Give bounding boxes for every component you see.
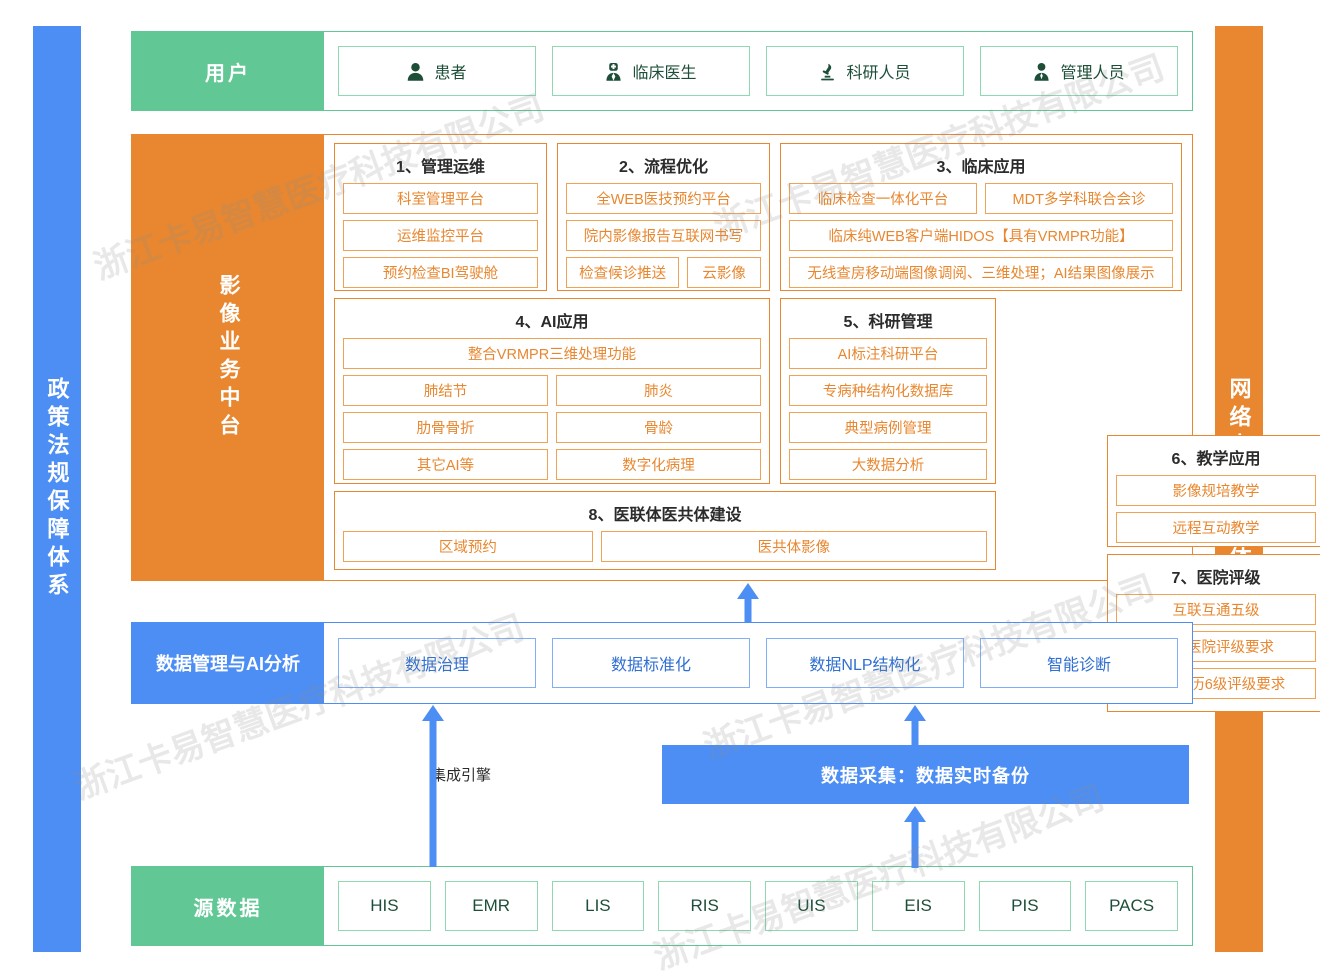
item-cell[interactable]: 无线查房移动端图像调阅、三维处理；AI结果图像展示 (789, 257, 1173, 288)
group-management-ops: 1、管理运维 科室管理平台 运维监控平台 预约检查BI驾驶舱 (334, 143, 547, 291)
source-chip-lis[interactable]: LIS (551, 881, 645, 931)
arrow-engine-to-data (420, 705, 446, 867)
data-management-band: 数据管理与AI分析 数据治理 数据标准化 数据NLP结构化 智能诊断 (131, 622, 1193, 704)
group-title: 8、医联体医共体建设 (588, 507, 742, 524)
middle-connector-area: 数据采集：数据实时备份 集成引擎 (131, 704, 1193, 866)
group-medical-alliance: 8、医联体医共体建设 区域预约 医共体影像 (334, 491, 996, 570)
group-title: 5、科研管理 (843, 314, 933, 331)
arrow-data-to-core (735, 583, 761, 623)
doctor-icon (605, 62, 622, 81)
item-cell[interactable]: 骨龄 (556, 412, 761, 443)
item-cell[interactable]: 检查候诊推送 (566, 257, 680, 288)
group-title: 3、临床应用 (936, 159, 1026, 176)
integration-engine-label: 集成引擎 (430, 767, 491, 784)
item-cell[interactable]: 区域预约 (343, 531, 593, 562)
core-platform-label-text: 影像业务中台 (217, 273, 240, 442)
group-ai-application: 4、AI应用 整合VRMPR三维处理功能 肺结节 肺炎 肋骨骨折 骨龄 (334, 298, 770, 484)
person-icon (407, 62, 424, 81)
item-cell[interactable]: 全WEB医技预约平台 (566, 183, 761, 214)
core-platform-body: 1、管理运维 科室管理平台 运维监控平台 预约检查BI驾驶舱 2、流程优化 全W… (324, 135, 1320, 712)
group-title: 4、AI应用 (515, 314, 589, 331)
item-cell[interactable]: 临床纯WEB客户端HIDOS【具有VRMPR功能】 (789, 220, 1173, 251)
user-band-body: 患者 临床医生 科研人员 管理人员 (324, 32, 1192, 110)
group-clinical-application: 3、临床应用 临床检查一体化平台 MDT多学科联合会诊 临床纯WEB客户端HID… (780, 143, 1182, 291)
source-chip-emr[interactable]: EMR (444, 881, 538, 931)
data-chip-governance[interactable]: 数据治理 (338, 638, 536, 688)
item-cell[interactable]: AI标注科研平台 (789, 338, 987, 369)
source-data-body: HIS EMR LIS RIS UIS EIS PIS PACS (324, 867, 1192, 945)
group-teaching-application: 6、教学应用 影像规培教学 远程互动教学 (1107, 435, 1320, 547)
item-cell[interactable]: 典型病例管理 (789, 412, 987, 443)
user-chip-label: 患者 (434, 65, 467, 82)
left-policy-bar-label: 政策法规保障体系 (44, 377, 70, 601)
group-title: 6、教学应用 (1171, 451, 1261, 468)
manager-icon (1033, 62, 1050, 81)
item-cell[interactable]: 肺结节 (343, 375, 548, 406)
source-chip-ris[interactable]: RIS (658, 881, 751, 931)
data-management-body: 数据治理 数据标准化 数据NLP结构化 智能诊断 (324, 623, 1192, 703)
item-cell[interactable]: 大数据分析 (789, 449, 987, 480)
user-chip-label: 管理人员 (1060, 65, 1125, 82)
source-data-band: 源数据 HIS EMR LIS RIS UIS EIS PIS PACS (131, 866, 1193, 946)
item-cell[interactable]: 院内影像报告互联网书写 (566, 220, 761, 251)
item-cell[interactable]: 运维监控平台 (343, 220, 538, 251)
user-chip-administrator[interactable]: 管理人员 (980, 46, 1178, 96)
core-platform-label: 影像业务中台 (132, 135, 324, 580)
user-chip-researcher[interactable]: 科研人员 (766, 46, 964, 96)
item-cell[interactable]: 科室管理平台 (343, 183, 538, 214)
user-chip-patient[interactable]: 患者 (338, 46, 536, 96)
item-cell[interactable]: MDT多学科联合会诊 (985, 183, 1173, 214)
item-cell[interactable]: 医共体影像 (600, 531, 987, 562)
source-chip-his[interactable]: HIS (338, 881, 431, 931)
arrow-collection-to-data (902, 705, 928, 747)
data-collection-box: 数据采集：数据实时备份 (662, 745, 1189, 804)
item-cell[interactable]: 其它AI等 (343, 449, 548, 480)
item-cell[interactable]: 临床检查一体化平台 (789, 183, 977, 214)
source-chip-pacs[interactable]: PACS (1085, 881, 1178, 931)
microscope-icon (819, 62, 836, 81)
source-data-label: 源数据 (132, 867, 324, 945)
item-cell[interactable]: 预约检查BI驾驶舱 (343, 257, 538, 288)
item-cell[interactable]: 云影像 (687, 257, 761, 288)
data-chip-nlp[interactable]: 数据NLP结构化 (766, 638, 964, 688)
group-research-management: 5、科研管理 AI标注科研平台 专病种结构化数据库 典型病例管理 大数据分析 (780, 298, 996, 484)
item-cell[interactable]: 肺炎 (556, 375, 761, 406)
user-chip-label: 科研人员 (846, 65, 911, 82)
item-cell[interactable]: 数字化病理 (556, 449, 761, 480)
core-platform-band: 影像业务中台 1、管理运维 科室管理平台 运维监控平台 预约检查BI驾驶舱 (131, 134, 1320, 712)
item-cell[interactable]: 肋骨骨折 (343, 412, 548, 443)
user-chip-label: 临床医生 (632, 65, 697, 82)
source-chip-uis[interactable]: UIS (765, 881, 858, 931)
arrow-source-to-collection (902, 806, 928, 868)
user-chip-clinician[interactable]: 临床医生 (552, 46, 750, 96)
group-title: 2、流程优化 (619, 159, 708, 176)
source-chip-eis[interactable]: EIS (871, 881, 965, 931)
group-process-optimization: 2、流程优化 全WEB医技预约平台 院内影像报告互联网书写 检查候诊推送 云影像 (557, 143, 770, 291)
group-title: 1、管理运维 (396, 159, 485, 176)
item-cell[interactable]: 专病种结构化数据库 (789, 375, 987, 406)
data-chip-intelligent-diagnosis[interactable]: 智能诊断 (980, 638, 1178, 688)
item-cell[interactable]: 互联互通五级 (1116, 594, 1316, 625)
user-band: 用户 患者 临床医生 科研人员 (131, 31, 1193, 111)
item-cell[interactable]: 影像规培教学 (1116, 475, 1316, 506)
left-policy-bar: 政策法规保障体系 (33, 26, 81, 952)
data-chip-standardization[interactable]: 数据标准化 (552, 638, 750, 688)
data-management-label: 数据管理与AI分析 (132, 623, 324, 703)
group-title: 7、医院评级 (1171, 570, 1261, 587)
source-chip-pis[interactable]: PIS (978, 881, 1072, 931)
item-cell[interactable]: 整合VRMPR三维处理功能 (343, 338, 761, 369)
user-band-label: 用户 (132, 32, 324, 110)
item-cell[interactable]: 远程互动教学 (1116, 512, 1316, 543)
